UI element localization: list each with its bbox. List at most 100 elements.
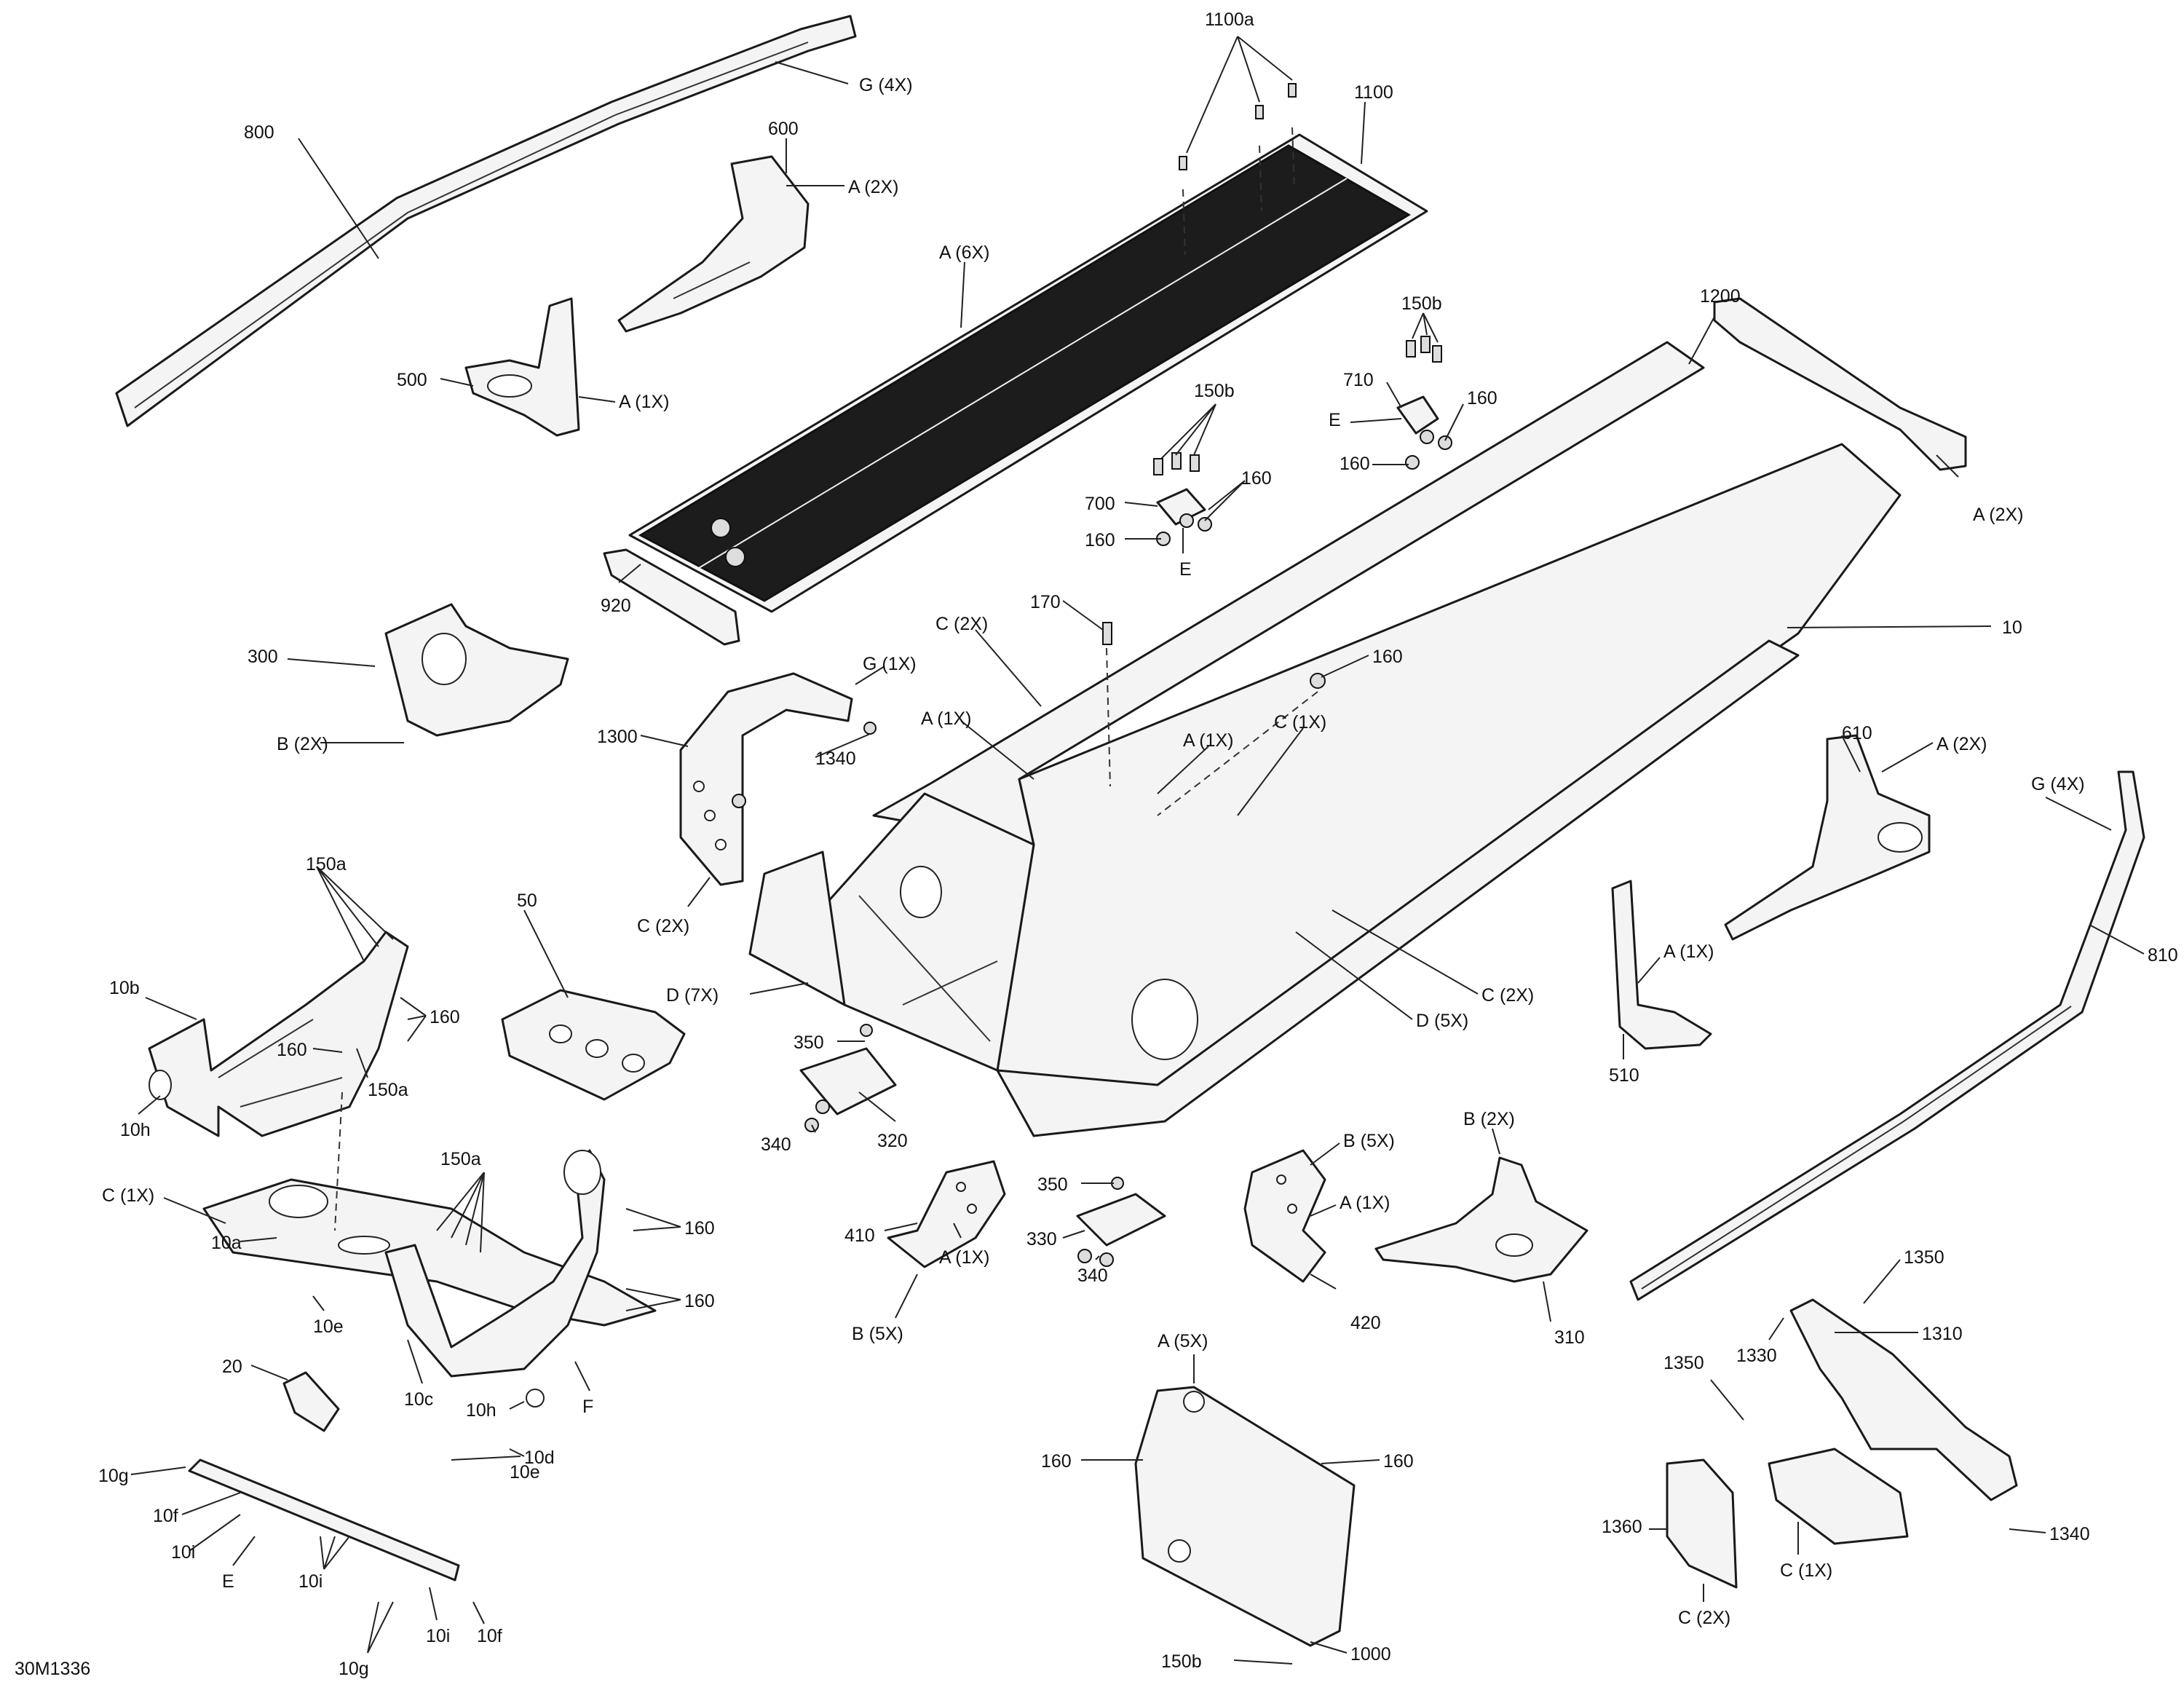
callout: 160 bbox=[684, 1291, 715, 1311]
callout: C (2X) bbox=[1481, 985, 1534, 1006]
part-20-bracket bbox=[282, 1371, 340, 1432]
callout: 920 bbox=[601, 596, 631, 616]
callout: A (1X) bbox=[1183, 730, 1233, 751]
callout: 350 bbox=[794, 1033, 824, 1053]
part-600-bracket bbox=[617, 155, 810, 333]
callout: E bbox=[1329, 410, 1341, 430]
callout: 330 bbox=[1026, 1229, 1057, 1249]
callout: 410 bbox=[844, 1225, 875, 1246]
callout: 150b bbox=[1161, 1651, 1202, 1672]
callout: 150a bbox=[440, 1149, 481, 1169]
callout: 150a bbox=[306, 854, 347, 874]
callout: 10i bbox=[426, 1626, 450, 1646]
callout: D (5X) bbox=[1416, 1011, 1468, 1031]
callout: 160 bbox=[1340, 454, 1370, 474]
part-700-bracket bbox=[1153, 452, 1212, 546]
callout: C (1X) bbox=[102, 1185, 154, 1206]
callout: G (1X) bbox=[863, 654, 917, 674]
callout: 1300 bbox=[597, 727, 638, 747]
part-300-bracket bbox=[384, 603, 569, 737]
callout: 340 bbox=[761, 1134, 791, 1155]
bolt-170 bbox=[1102, 622, 1112, 645]
callout: C (2X) bbox=[1678, 1608, 1730, 1628]
callout: 320 bbox=[877, 1131, 908, 1151]
callout: C (1X) bbox=[1274, 712, 1326, 733]
part-810-rail bbox=[1629, 770, 2145, 1301]
callout: A (1X) bbox=[619, 392, 669, 412]
callout: 150b bbox=[1194, 381, 1235, 401]
part-10b-frame bbox=[148, 931, 409, 1137]
callout: 420 bbox=[1350, 1313, 1381, 1333]
callout: 1310 bbox=[1922, 1324, 1963, 1344]
callout: G (4X) bbox=[859, 75, 913, 95]
callout: 1000 bbox=[1350, 1644, 1391, 1665]
part-10d-rail bbox=[188, 1458, 460, 1582]
callout: F bbox=[582, 1397, 593, 1417]
callout: 10c bbox=[404, 1389, 433, 1410]
callout: A (2X) bbox=[1973, 505, 2023, 525]
part-310-bracket bbox=[1374, 1156, 1588, 1283]
callout: A (1X) bbox=[1340, 1193, 1390, 1213]
callout: 160 bbox=[277, 1040, 307, 1060]
callout: E bbox=[1179, 559, 1192, 580]
bolt-1100a-a bbox=[1179, 156, 1187, 170]
callout: 160 bbox=[1383, 1451, 1414, 1472]
callout: B (2X) bbox=[277, 734, 328, 754]
callout: 700 bbox=[1085, 494, 1115, 514]
callout: 10b bbox=[109, 978, 140, 998]
callout-labels: G (4X) 800 600 A (2X) 1100a 1100 A (6X) … bbox=[98, 9, 2178, 1679]
callout: A (1X) bbox=[1663, 941, 1714, 962]
part-1000-panel bbox=[1134, 1386, 1356, 1647]
callout: 1360 bbox=[1602, 1517, 1642, 1537]
callout: B (2X) bbox=[1463, 1109, 1515, 1129]
callout: 1350 bbox=[1663, 1353, 1704, 1373]
callout: 160 bbox=[684, 1218, 715, 1239]
part-410-bracket bbox=[887, 1160, 1006, 1268]
callout: 10e bbox=[510, 1462, 540, 1482]
callout: A (6X) bbox=[939, 242, 989, 263]
callout: 160 bbox=[1085, 530, 1115, 550]
callout: 10g bbox=[98, 1466, 129, 1486]
callout: 1100a bbox=[1205, 9, 1254, 30]
callout: 10f bbox=[477, 1626, 502, 1646]
part-610-bracket bbox=[1724, 734, 1931, 941]
part-420-bracket bbox=[1243, 1149, 1326, 1283]
leader-lines bbox=[130, 36, 2145, 1665]
callout: 600 bbox=[768, 119, 799, 139]
part-330-plate bbox=[1076, 1177, 1166, 1267]
callout: C (2X) bbox=[637, 916, 689, 936]
callout: 500 bbox=[397, 370, 427, 390]
part-10c-frame bbox=[384, 1149, 606, 1407]
callout: 1100 bbox=[1354, 82, 1393, 103]
part-1300-bracket bbox=[679, 672, 877, 886]
callout: 810 bbox=[2148, 945, 2178, 966]
callout: 150b bbox=[1401, 293, 1442, 314]
callout: 610 bbox=[1842, 723, 1872, 743]
callout: A (1X) bbox=[939, 1247, 989, 1268]
part-710-bracket bbox=[1396, 336, 1452, 470]
callout: 160 bbox=[430, 1007, 460, 1027]
callout: 10d bbox=[524, 1448, 555, 1468]
callout: 160 bbox=[1467, 388, 1497, 408]
callout: 1350 bbox=[1904, 1247, 1944, 1268]
bolt-1100a-c bbox=[1288, 83, 1297, 98]
callout: C (1X) bbox=[1780, 1560, 1832, 1581]
callout: 1330 bbox=[1736, 1346, 1777, 1366]
callout: 160 bbox=[1241, 468, 1272, 489]
callout: B (5X) bbox=[1343, 1131, 1395, 1151]
callout: 350 bbox=[1037, 1174, 1068, 1195]
part-320-plate bbox=[799, 1024, 897, 1132]
callout: 20 bbox=[222, 1357, 242, 1377]
callout: B (5X) bbox=[852, 1324, 903, 1344]
part-1360-plate bbox=[1666, 1458, 1738, 1589]
callout: 800 bbox=[244, 122, 274, 143]
callout: D (7X) bbox=[666, 985, 719, 1006]
callout: 1200 bbox=[1700, 286, 1741, 307]
figure-id: 30M1336 bbox=[15, 1659, 90, 1679]
part-800-rail bbox=[115, 15, 857, 427]
callout: 1340 bbox=[2049, 1524, 2090, 1544]
part-510-bracket bbox=[1611, 880, 1712, 1050]
callout: 10f bbox=[153, 1506, 178, 1526]
callout: 510 bbox=[1609, 1065, 1639, 1086]
